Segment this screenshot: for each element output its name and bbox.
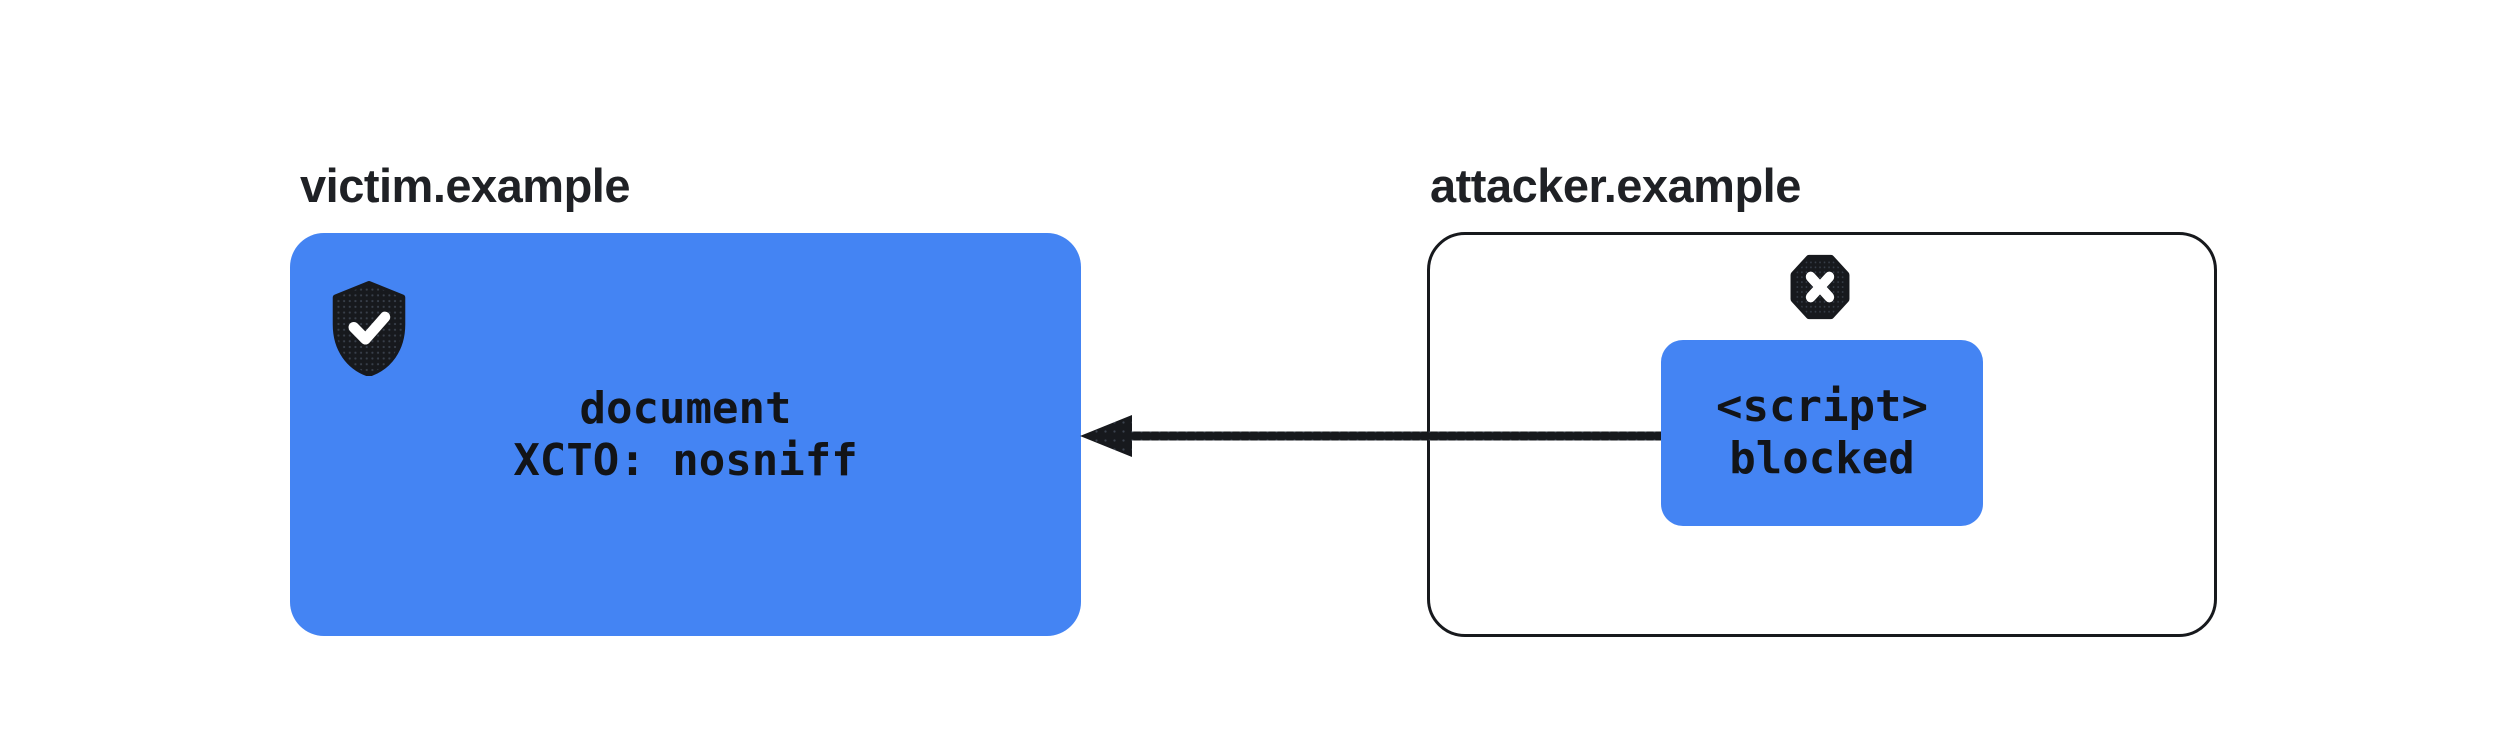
victim-domain-label: victim.example — [300, 159, 631, 212]
octagon-x-icon — [1790, 254, 1850, 320]
document-label: document — [579, 382, 792, 434]
shield-check-icon — [332, 281, 406, 376]
attacker-domain-label: attacker.example — [1430, 159, 1801, 212]
left-arrow — [1080, 415, 1661, 457]
script-tag-label: <script> — [1716, 381, 1928, 432]
blocked-label: blocked — [1729, 433, 1915, 484]
xcto-nosniff-label: XCTO: nosniff — [513, 434, 858, 486]
script-card-text: <script> blocked — [1661, 340, 1983, 526]
victim-document-card: document XCTO: nosniff — [290, 233, 1081, 636]
victim-card-text: document XCTO: nosniff — [290, 233, 1081, 636]
blocked-script-card: <script> blocked — [1661, 340, 1983, 526]
